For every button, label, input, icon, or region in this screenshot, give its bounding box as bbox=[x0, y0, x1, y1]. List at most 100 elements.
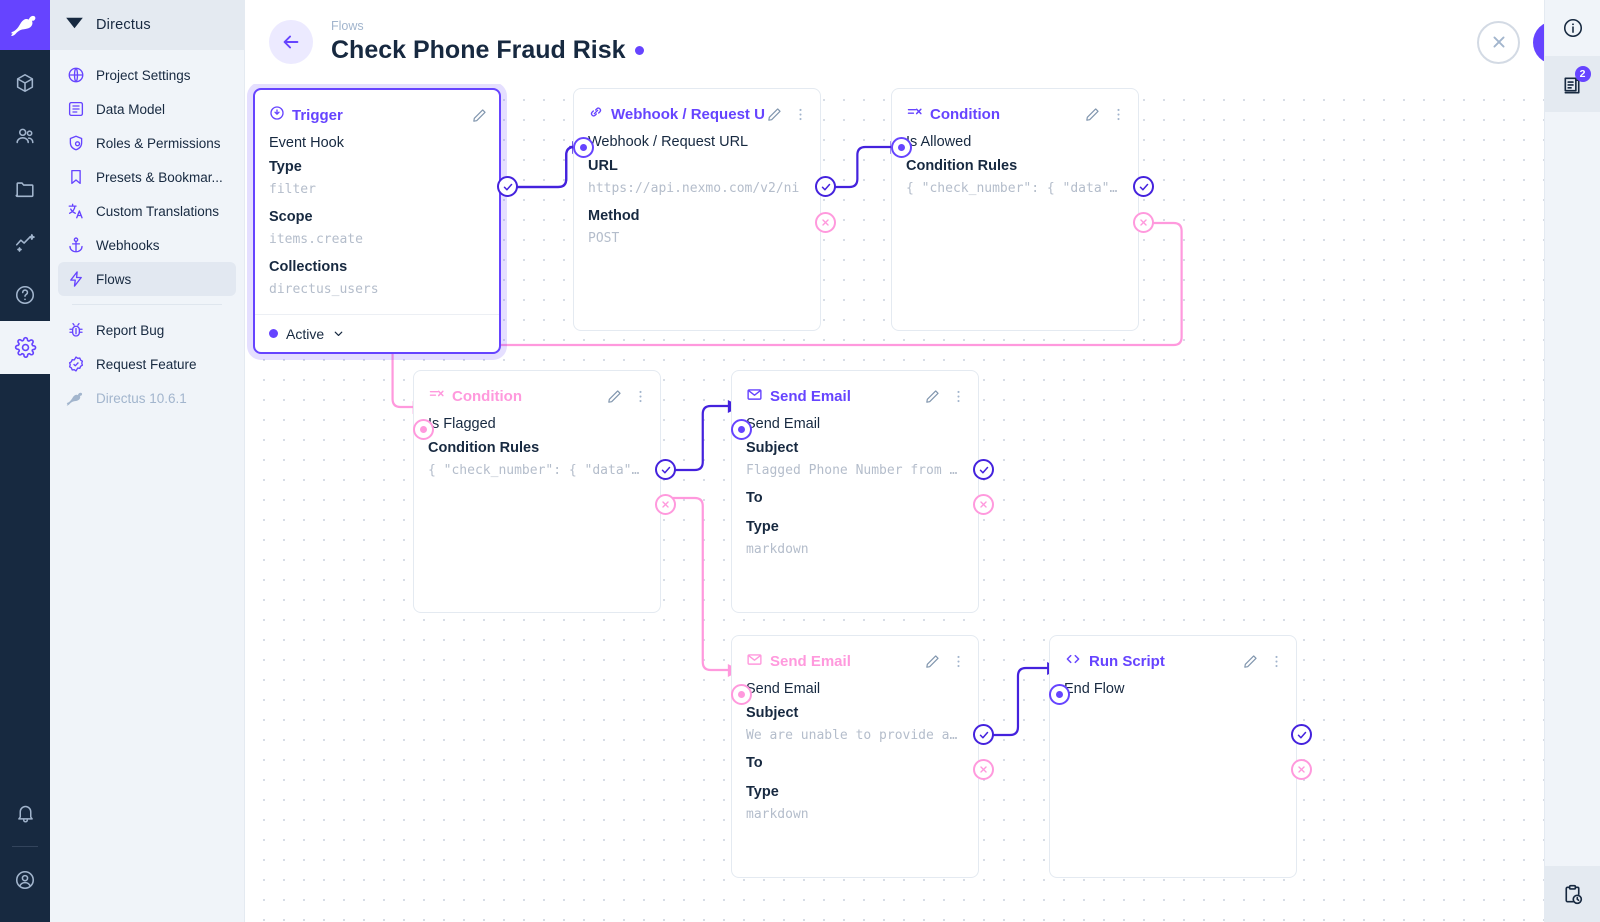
field-value: markdown bbox=[746, 807, 809, 822]
sidebar-item-webhooks[interactable]: Webhooks bbox=[58, 228, 236, 262]
node-header-actions bbox=[471, 107, 488, 124]
sidebar-item-report-bug[interactable]: Report Bug bbox=[58, 313, 236, 347]
edit-icon[interactable] bbox=[606, 388, 623, 405]
edit-icon[interactable] bbox=[924, 388, 941, 405]
handle-reject-send-email-flagged[interactable] bbox=[973, 494, 994, 515]
field-value: https://api.nexmo.com/v2/ni bbox=[588, 181, 800, 196]
bell-icon[interactable] bbox=[0, 787, 50, 840]
flow-node-trigger[interactable]: Trigger Event Hook Type filter bbox=[253, 88, 501, 354]
node-header-actions bbox=[924, 653, 967, 670]
flow-node-condition-allowed[interactable]: Condition Is Allowed bbox=[891, 88, 1139, 331]
field-key: Condition Rules bbox=[428, 440, 540, 456]
rail-item-help[interactable] bbox=[0, 268, 50, 321]
handle-reject-condition-flagged[interactable] bbox=[655, 494, 676, 515]
node-header-actions bbox=[924, 388, 967, 405]
node-header: Send Email bbox=[732, 644, 978, 678]
right-sidebar: 2 bbox=[1544, 0, 1600, 922]
module-rail bbox=[0, 0, 50, 922]
handle-resolve-run-script[interactable] bbox=[1291, 724, 1312, 745]
nav-version-label: Directus 10.6.1 bbox=[96, 390, 187, 406]
field-key: Method bbox=[588, 208, 640, 224]
info-icon[interactable] bbox=[1545, 0, 1600, 56]
node-type: Trigger bbox=[269, 105, 471, 125]
field-key: URL bbox=[588, 158, 618, 174]
handle-input-run-script[interactable] bbox=[1049, 684, 1070, 705]
node-header-actions bbox=[1242, 653, 1285, 670]
revisions-icon[interactable]: 2 bbox=[1544, 56, 1600, 112]
handle-input-send-email-flagged[interactable] bbox=[731, 419, 752, 440]
handle-input-webhook[interactable] bbox=[573, 137, 594, 158]
node-header: Condition bbox=[414, 379, 660, 413]
handle-input-condition-allowed[interactable] bbox=[891, 137, 912, 158]
node-type-label: Condition bbox=[930, 105, 1000, 123]
handle-reject-webhook[interactable] bbox=[815, 212, 836, 233]
handle-resolve-condition-flagged[interactable] bbox=[655, 459, 676, 480]
more-options-icon[interactable] bbox=[950, 388, 967, 405]
edit-icon[interactable] bbox=[766, 106, 783, 123]
sidebar-item-label: Request Feature bbox=[96, 356, 197, 372]
node-type-label: Run Script bbox=[1089, 652, 1165, 670]
more-options-icon[interactable] bbox=[1268, 653, 1285, 670]
translate-icon bbox=[66, 202, 85, 221]
handle-resolve-send-email-unable[interactable] bbox=[973, 724, 994, 745]
handle-input-condition-flagged[interactable] bbox=[413, 419, 434, 440]
flow-node-send-email-unable[interactable]: Send Email Send Email bbox=[731, 635, 979, 878]
node-header-actions bbox=[1084, 106, 1127, 123]
rail-item-settings[interactable] bbox=[0, 321, 50, 374]
edit-icon[interactable] bbox=[1084, 106, 1101, 123]
rail-item-users[interactable] bbox=[0, 109, 50, 162]
node-type-label: Send Email bbox=[770, 652, 851, 670]
directus-rabbit-logo-icon[interactable] bbox=[0, 0, 50, 50]
anchor-icon bbox=[66, 236, 85, 255]
sidebar-item-presets-bookmarks[interactable]: Presets & Bookmar... bbox=[58, 160, 236, 194]
trigger-status-dropdown[interactable]: Active bbox=[255, 314, 499, 352]
handle-resolve-condition-allowed[interactable] bbox=[1133, 176, 1154, 197]
field-value: directus_users bbox=[269, 282, 379, 297]
edit-icon[interactable] bbox=[924, 653, 941, 670]
flow-node-condition-flagged[interactable]: Condition Is Flagged bbox=[413, 370, 661, 613]
handle-reject-condition-allowed[interactable] bbox=[1133, 212, 1154, 233]
sidebar-item-flows[interactable]: Flows bbox=[58, 262, 236, 296]
flow-node-run-script[interactable]: Run Script End Flow bbox=[1049, 635, 1297, 878]
page-title: Check Phone Fraud Risk bbox=[331, 35, 644, 65]
breadcrumb[interactable]: Flows bbox=[331, 19, 364, 33]
edit-icon[interactable] bbox=[1242, 653, 1259, 670]
more-options-icon[interactable] bbox=[632, 388, 649, 405]
rail-item-content[interactable] bbox=[0, 56, 50, 109]
handle-resolve-webhook[interactable] bbox=[815, 176, 836, 197]
cancel-button[interactable] bbox=[1477, 20, 1520, 64]
sidebar-item-data-model[interactable]: Data Model bbox=[58, 92, 236, 126]
sidebar-item-project-settings[interactable]: Project Settings bbox=[58, 58, 236, 92]
handle-reject-send-email-unable[interactable] bbox=[973, 759, 994, 780]
node-type: Run Script bbox=[1064, 650, 1242, 672]
node-header: Send Email bbox=[732, 379, 978, 413]
arrow-left-icon[interactable] bbox=[269, 20, 313, 64]
handle-resolve-send-email-flagged[interactable] bbox=[973, 459, 994, 480]
node-header: Trigger bbox=[255, 98, 499, 132]
sidebar-item-custom-translations[interactable]: Custom Translations bbox=[58, 194, 236, 228]
node-name: Send Email bbox=[746, 416, 821, 432]
rail-item-insights[interactable] bbox=[0, 215, 50, 268]
more-options-icon[interactable] bbox=[950, 653, 967, 670]
revisions-badge: 2 bbox=[1574, 66, 1591, 82]
sidebar-item-roles-permissions[interactable]: Roles & Permissions bbox=[58, 126, 236, 160]
flow-node-webhook[interactable]: Webhook / Request U Webhook / Req bbox=[573, 88, 821, 331]
more-options-icon[interactable] bbox=[792, 106, 809, 123]
field-value: markdown bbox=[746, 542, 809, 557]
title-block: Flows Check Phone Fraud Risk bbox=[331, 19, 644, 65]
flow-node-send-email-flagged[interactable]: Send Email Send Email bbox=[731, 370, 979, 613]
chevron-down-icon bbox=[332, 327, 345, 340]
handle-resolve-trigger[interactable] bbox=[497, 176, 518, 197]
flow-canvas[interactable]: Trigger Event Hook Type filter bbox=[245, 84, 1544, 922]
rail-item-files[interactable] bbox=[0, 162, 50, 215]
handle-input-send-email-unable[interactable] bbox=[731, 684, 752, 705]
account-icon[interactable] bbox=[0, 853, 50, 906]
handle-reject-run-script[interactable] bbox=[1291, 759, 1312, 780]
clipboard-clock-icon[interactable] bbox=[1544, 866, 1600, 922]
edit-icon[interactable] bbox=[471, 107, 488, 124]
sidebar-item-request-feature[interactable]: Request Feature bbox=[58, 347, 236, 381]
module-nav: Directus Project Settings Data Model Rol bbox=[50, 0, 245, 922]
status-badge bbox=[634, 45, 644, 55]
node-body: Is Allowed Condition Rules { "check_numb… bbox=[892, 131, 1138, 213]
more-options-icon[interactable] bbox=[1110, 106, 1127, 123]
